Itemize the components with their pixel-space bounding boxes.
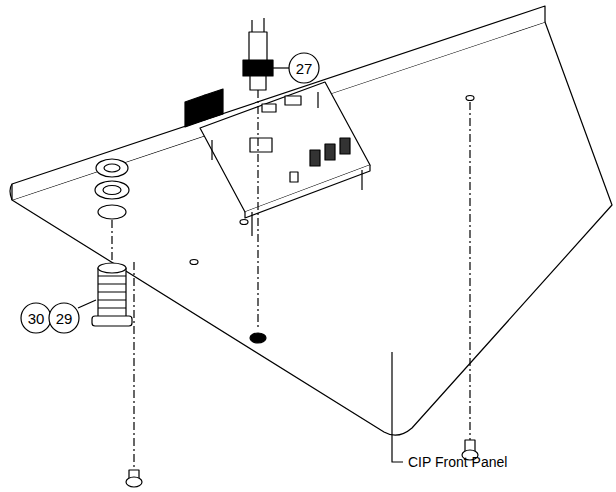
bushing-thread bbox=[98, 276, 126, 308]
nut bbox=[250, 333, 266, 343]
relay bbox=[340, 138, 350, 154]
mounting-hole bbox=[466, 96, 474, 101]
assembly-axis bbox=[133, 262, 134, 470]
standoff bbox=[251, 212, 252, 236]
hex-nut-hole bbox=[104, 164, 120, 172]
mounting-hole bbox=[240, 220, 248, 225]
bushing-top bbox=[98, 263, 126, 273]
flange-edge bbox=[10, 184, 12, 200]
callout-circle bbox=[289, 53, 319, 83]
callout-circle bbox=[49, 303, 79, 333]
circuit-board bbox=[200, 82, 370, 212]
leader-line bbox=[272, 67, 289, 68]
bushing-flange bbox=[92, 316, 132, 326]
relay bbox=[310, 150, 320, 166]
standoff bbox=[361, 170, 362, 190]
callout-circle bbox=[21, 303, 51, 333]
bushing bbox=[98, 268, 126, 318]
rj-jack bbox=[205, 89, 223, 120]
connector-pin bbox=[251, 20, 252, 32]
standoff bbox=[211, 140, 212, 160]
assembly-axis bbox=[469, 102, 470, 440]
circuit-board-edge bbox=[245, 165, 370, 218]
washer-hole bbox=[103, 186, 121, 195]
leader-line bbox=[392, 352, 403, 462]
hex-nut bbox=[96, 159, 128, 177]
relay bbox=[325, 144, 335, 160]
chip bbox=[262, 104, 276, 112]
callout-number: 27 bbox=[296, 61, 313, 76]
o-ring bbox=[98, 205, 126, 219]
callout-number: 29 bbox=[56, 311, 73, 326]
connector-thread bbox=[250, 76, 266, 90]
mounting-hole bbox=[190, 260, 198, 265]
leader-line bbox=[78, 300, 96, 308]
standoff bbox=[317, 92, 318, 108]
assembly-axis bbox=[257, 90, 258, 330]
callout-number: 30 bbox=[28, 311, 45, 326]
connector-pin bbox=[263, 18, 264, 32]
rj-jack bbox=[185, 95, 205, 127]
chip bbox=[285, 96, 301, 105]
component bbox=[290, 172, 298, 182]
part-name: CIP Front Panel bbox=[408, 455, 507, 469]
assembly-axis bbox=[111, 220, 112, 262]
chip bbox=[250, 138, 272, 152]
screw-head bbox=[126, 477, 142, 487]
washer bbox=[95, 181, 129, 199]
connector-body bbox=[249, 32, 267, 62]
connector-nut bbox=[243, 60, 273, 76]
